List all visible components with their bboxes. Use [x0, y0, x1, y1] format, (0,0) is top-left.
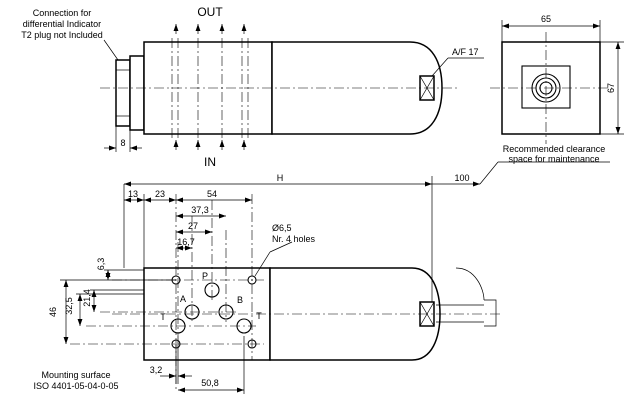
port-p-label: P	[202, 271, 208, 281]
dim-100: 100	[454, 173, 469, 183]
dim-27: 27	[188, 221, 198, 231]
dim-h: H	[277, 173, 284, 183]
dim-21-4: 21,4	[82, 289, 92, 307]
holes-note: Nr. 4 holes	[272, 234, 316, 244]
dim-13: 13	[128, 189, 138, 199]
dim-46: 46	[48, 307, 58, 317]
port-t-left-label: T	[160, 312, 166, 322]
clearance-note-line-2: space for maintenance	[508, 154, 599, 164]
dim-6-3: 6,3	[96, 258, 106, 271]
in-label: IN	[204, 155, 216, 169]
dim-67: 67	[606, 83, 616, 93]
dim-8: 8	[120, 138, 125, 148]
dim-16-7: 16,7	[177, 237, 195, 247]
dim-23: 23	[155, 189, 165, 199]
port-a-label: A	[180, 294, 186, 304]
af-label: A/F 17	[452, 47, 479, 57]
clearance-outline	[455, 267, 485, 301]
connector-flange	[129, 55, 145, 131]
clearance-note-line-1: Recommended clearance	[503, 144, 606, 154]
dim-54: 54	[207, 189, 217, 199]
connection-note-line-2: differential Indicator	[23, 19, 101, 29]
plan-view: P A B T T H 100 Recommended clearance sp…	[33, 144, 610, 394]
dim-65: 65	[541, 14, 551, 24]
end-view: 65 67	[490, 14, 624, 144]
connection-note-line-3: T2 plug not Included	[21, 30, 103, 40]
side-view: OUT IN Connection for differential Indic…	[21, 5, 484, 169]
dim-hole-dia: Ø6,5	[272, 223, 292, 233]
dim-32-5: 32,5	[64, 297, 74, 315]
out-flow-arrows	[173, 24, 247, 34]
dim-50-8: 50,8	[201, 378, 219, 388]
mounting-note-line-2: ISO 4401-05-04-0-05	[33, 381, 118, 391]
mounting-note-line-1: Mounting surface	[41, 370, 110, 380]
in-flow-arrows	[173, 140, 247, 150]
out-label: OUT	[197, 5, 223, 19]
port-t-right-label: T	[256, 311, 262, 321]
connection-note-line-1: Connection for	[33, 8, 92, 18]
dim-3-2: 3,2	[150, 365, 163, 375]
port-b-label: B	[237, 295, 243, 305]
dim-37-3: 37,3	[191, 205, 209, 215]
connection-leader	[103, 39, 119, 61]
